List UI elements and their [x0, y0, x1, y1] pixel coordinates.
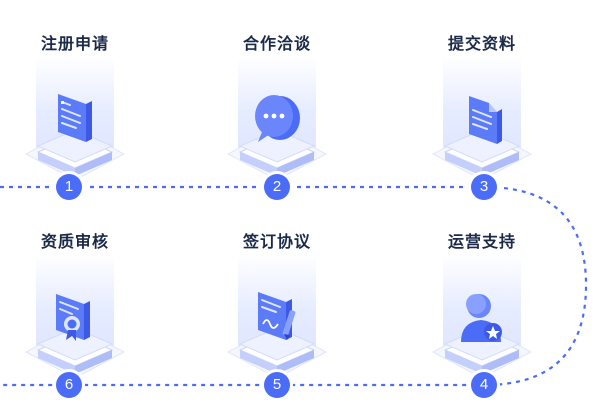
- step-number-badge: 5: [264, 372, 290, 398]
- step-operation-support: 运营支持: [407, 232, 557, 392]
- step-cooperation-negotiation: 合作洽谈: [202, 34, 352, 194]
- step-label: 运营支持: [447, 232, 516, 251]
- folded-document-icon: [431, 96, 533, 181]
- step-sign-agreement: 签订协议: [202, 232, 352, 392]
- step-label: 提交资料: [447, 34, 516, 53]
- support-person-icon: [431, 294, 533, 379]
- step-submit-materials: 提交资料: [407, 34, 557, 194]
- step-label: 注册申请: [40, 34, 109, 53]
- chat-bubble-icon: [226, 95, 328, 181]
- step-label: 资质审核: [40, 232, 109, 251]
- step-number-badge: 6: [56, 372, 82, 398]
- step-register-application: 注册申请: [0, 34, 150, 194]
- signed-contract-icon: [226, 292, 328, 379]
- step-label: 签订协议: [242, 232, 311, 251]
- step-number-badge: 4: [471, 372, 497, 398]
- step-number-badge: 2: [264, 174, 290, 200]
- step-label: 合作洽谈: [242, 34, 311, 53]
- certificate-review-icon: [24, 294, 126, 379]
- document-form-icon: [24, 94, 126, 181]
- step-number-badge: 1: [56, 174, 82, 200]
- step-number-badge: 3: [471, 174, 497, 200]
- step-qualification-review: 资质审核: [0, 232, 150, 392]
